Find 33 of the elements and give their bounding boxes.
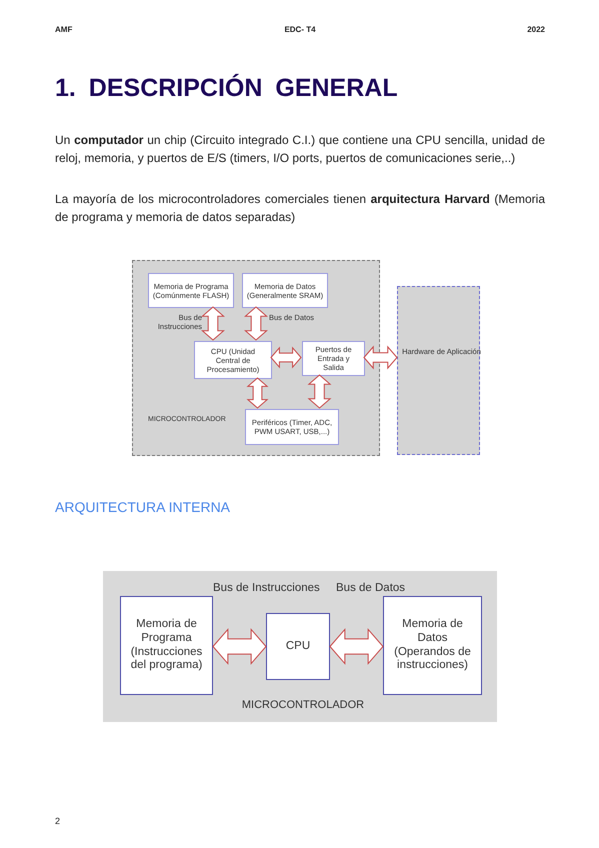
cpu-box [266,613,330,680]
double-arrow [244,306,268,341]
double-arrow [212,628,267,665]
application-hardware-box [397,286,480,455]
body-paragraph: La mayoría de los microcontroladores comerciales tienen arquitectura Harvard (Memoria de programa y memoria de datos separadas) [55,191,545,226]
memory-box [148,273,234,308]
header-text: 2022 [526,25,545,34]
double-arrow [201,306,225,341]
box-label: CPU [284,640,312,654]
section-heading: 1. DESCRIPCIÓN GENERAL [55,74,398,103]
double-arrow [363,346,398,370]
double-arrow [246,377,268,409]
area-label: MICROCONTROLADOR [240,699,366,712]
microcontroller-area [103,571,497,722]
edge-label: Bus de Datos [336,582,406,596]
io-ports-box [302,341,365,376]
memory-box [120,596,213,695]
box-label: Memoria de Datos (Operandos de instrucciones) [393,618,472,674]
double-arrow [329,628,384,665]
subsection-heading: ARQUITECTURA INTERNA [55,499,230,515]
header-text: EDC- T4 [283,25,317,34]
body-paragraph: Un computador un chip (Circuito integrado C.I.) que contiene una CPU sencilla, unidad de reloj, memoria, y puertos de E/S (timers, I/O ports, puertos de comunicaciones serie,..) [55,132,545,167]
memory-box [383,596,482,695]
edge-label: Bus de Instrucciones [213,582,320,596]
header-text: AMF [55,25,72,34]
peripherals-box [245,409,339,445]
double-arrow [270,346,302,368]
memory-box [242,273,328,308]
page-number: 2 [55,816,60,826]
double-arrow [308,374,332,409]
box-label: Memoria de Programa (Instrucciones del programa) [130,618,204,674]
microcontroller-area [132,260,380,456]
cpu-box [194,341,272,379]
